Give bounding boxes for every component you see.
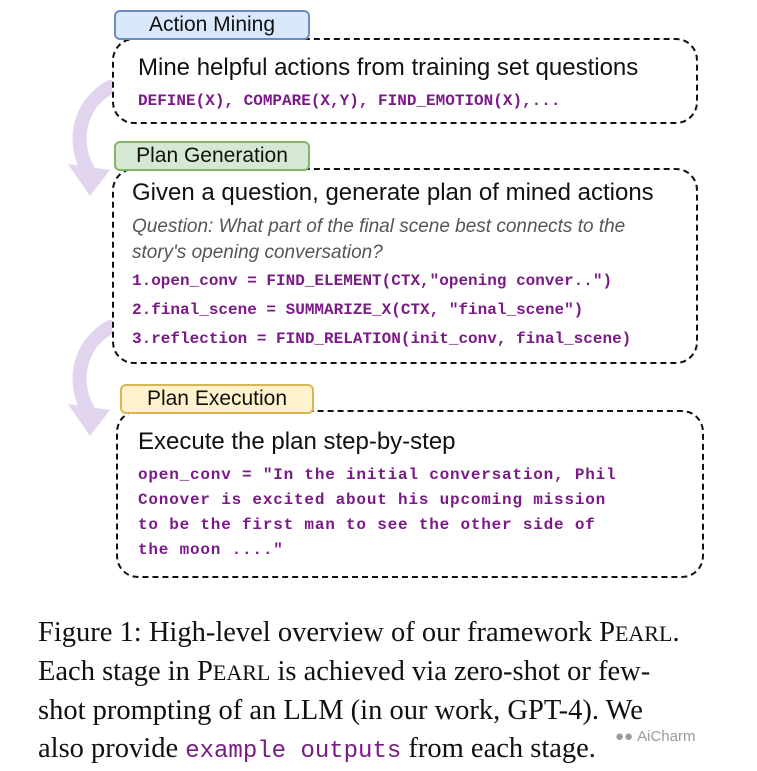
- execution-output-line-2: Conover is excited about his upcoming mi…: [138, 491, 607, 509]
- caption-line-2: Each stage in PEARL is achieved via zero…: [38, 653, 728, 692]
- tag-plan-generation: Plan Generation: [114, 141, 310, 171]
- figure-caption: Figure 1: High-level overview of our fra…: [38, 614, 728, 771]
- caption-pearl-smallcaps-1: EARL: [614, 621, 673, 646]
- wechat-icon: ●●: [615, 728, 634, 745]
- caption-line-2-end: is achieved via zero-shot or few-: [270, 656, 651, 687]
- box-plan-execution: Execute the plan step-by-step open_conv …: [116, 410, 704, 578]
- execution-heading: Execute the plan step-by-step: [138, 428, 456, 455]
- plan-question-line-2: story's opening conversation?: [132, 242, 383, 263]
- plan-question-line-1: Question: What part of the final scene b…: [132, 216, 626, 237]
- caption-example-outputs: example outputs: [185, 738, 402, 765]
- watermark-text: AiCharm: [637, 728, 696, 745]
- plan-step-3: 3.reflection = FIND_RELATION(init_conv, …: [132, 330, 632, 348]
- curved-arrow-icon-2: [68, 320, 119, 436]
- execution-output-line-4: the moon ....": [138, 541, 284, 559]
- watermark: ●●AiCharm: [615, 728, 695, 745]
- execution-output-line-3: to be the first man to see the other sid…: [138, 516, 596, 534]
- caption-pearl-smallcaps-2: EARL: [212, 660, 271, 685]
- execution-output-line-1: open_conv = "In the initial conversation…: [138, 466, 617, 484]
- mining-code: DEFINE(X), COMPARE(X,Y), FIND_EMOTION(X)…: [138, 92, 561, 110]
- box-plan-generation: Given a question, generate plan of mined…: [112, 168, 698, 364]
- caption-line-4-text: also provide: [38, 733, 186, 764]
- plan-heading: Given a question, generate plan of mined…: [132, 179, 654, 206]
- caption-line-1-text: Figure 1: High-level overview of our fra…: [38, 617, 615, 648]
- caption-line-1-end: .: [672, 617, 680, 648]
- tag-action-mining: Action Mining: [114, 10, 310, 40]
- caption-line-4: also provide example outputs from each s…: [38, 730, 728, 771]
- plan-step-2: 2.final_scene = SUMMARIZE_X(CTX, "final_…: [132, 301, 584, 319]
- caption-line-4-end: from each stage.: [408, 733, 596, 764]
- plan-question: Question: What part of the final scene b…: [132, 214, 625, 266]
- caption-line-2-text: Each stage in P: [38, 656, 213, 687]
- caption-line-3: shot prompting of an LLM (in our work, G…: [38, 695, 643, 726]
- caption-line-1: Figure 1: High-level overview of our fra…: [38, 614, 728, 653]
- mining-heading: Mine helpful actions from training set q…: [138, 54, 639, 81]
- tag-plan-execution: Plan Execution: [120, 384, 314, 414]
- box-action-mining: Mine helpful actions from training set q…: [112, 38, 698, 124]
- plan-step-1: 1.open_conv = FIND_ELEMENT(CTX,"opening …: [132, 272, 613, 290]
- curved-arrow-icon-1: [68, 80, 119, 196]
